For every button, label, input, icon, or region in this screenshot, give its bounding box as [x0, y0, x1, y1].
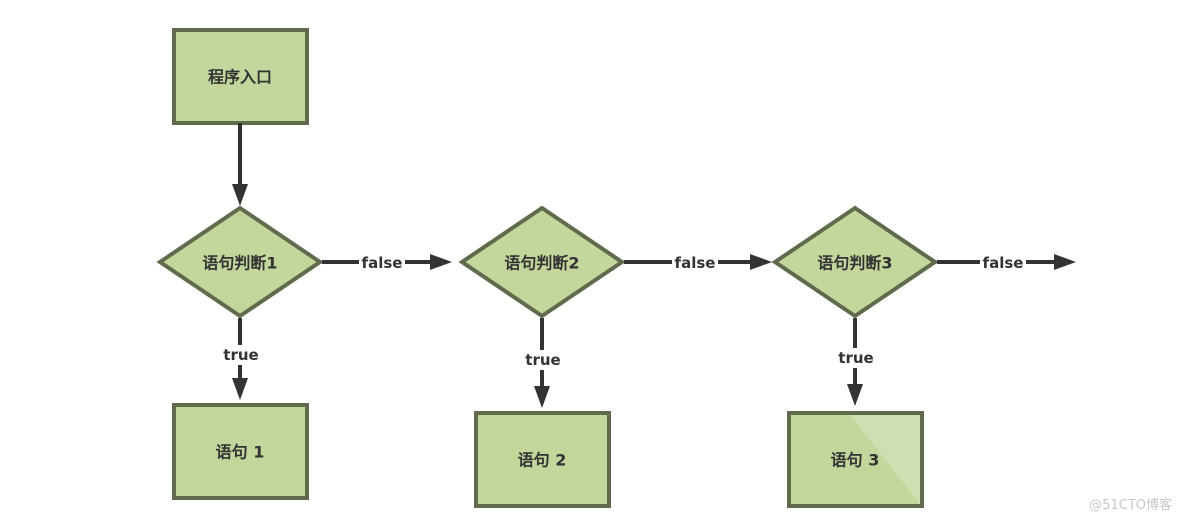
condition-node-1: 语句判断1: [156, 205, 324, 319]
arrowhead: [750, 254, 772, 270]
statement-node-2: 语句 2: [474, 411, 611, 508]
edge-label-bg: [672, 253, 718, 273]
edge-label-bg: [837, 348, 875, 368]
edge-label-bg: [222, 345, 260, 365]
condition-label-2: 语句判断2: [504, 254, 579, 273]
statement-label-3: 语句 3: [831, 451, 880, 470]
condition-label-3: 语句判断3: [817, 254, 892, 273]
entry-box: [172, 28, 309, 125]
true-label-1: true: [223, 346, 258, 364]
edge-label-bg: [359, 253, 405, 273]
statement-label-1: 语句 1: [216, 443, 265, 462]
false-label-3: false: [983, 254, 1024, 272]
statement-box-3: [787, 411, 924, 508]
statement-box-3-highlight: [850, 415, 920, 504]
false-label-2: false: [675, 254, 716, 272]
edge-label-bg: [524, 350, 562, 370]
arrowhead: [430, 254, 452, 270]
condition-node-2: 语句判断2: [458, 205, 626, 319]
statement-node-1: 语句 1: [172, 403, 309, 500]
statement-box-2: [474, 411, 611, 508]
arrowhead: [534, 386, 550, 408]
entry-label: 程序入口: [208, 68, 272, 87]
condition-diamond-1: [156, 205, 324, 319]
condition-diamond-3: [771, 205, 939, 319]
edge-false-1: false: [322, 253, 452, 273]
arrowhead: [232, 184, 248, 206]
arrowhead: [232, 378, 248, 400]
edge-entry-to-condition-1: [232, 123, 248, 206]
edge-label-bg: [980, 253, 1026, 273]
edge-false-2: false: [624, 253, 772, 273]
entry-node: 程序入口: [172, 28, 309, 125]
edge-true-2: true: [524, 318, 562, 408]
condition-label-1: 语句判断1: [202, 254, 277, 273]
true-label-2: true: [525, 351, 560, 369]
false-label-1: false: [362, 254, 403, 272]
edge-true-1: true: [222, 318, 260, 400]
statement-box-1: [172, 403, 309, 500]
condition-diamond-2: [458, 205, 626, 319]
condition-node-3: 语句判断3: [771, 205, 939, 319]
arrowhead: [1054, 254, 1076, 270]
statement-node-3: 语句 3: [787, 411, 924, 508]
edge-true-3: true: [837, 318, 875, 406]
edge-false-3: false: [937, 253, 1076, 273]
statement-label-2: 语句 2: [518, 451, 567, 470]
arrowhead: [847, 384, 863, 406]
true-label-3: true: [838, 349, 873, 367]
watermark: @51CTO博客: [1089, 498, 1172, 513]
